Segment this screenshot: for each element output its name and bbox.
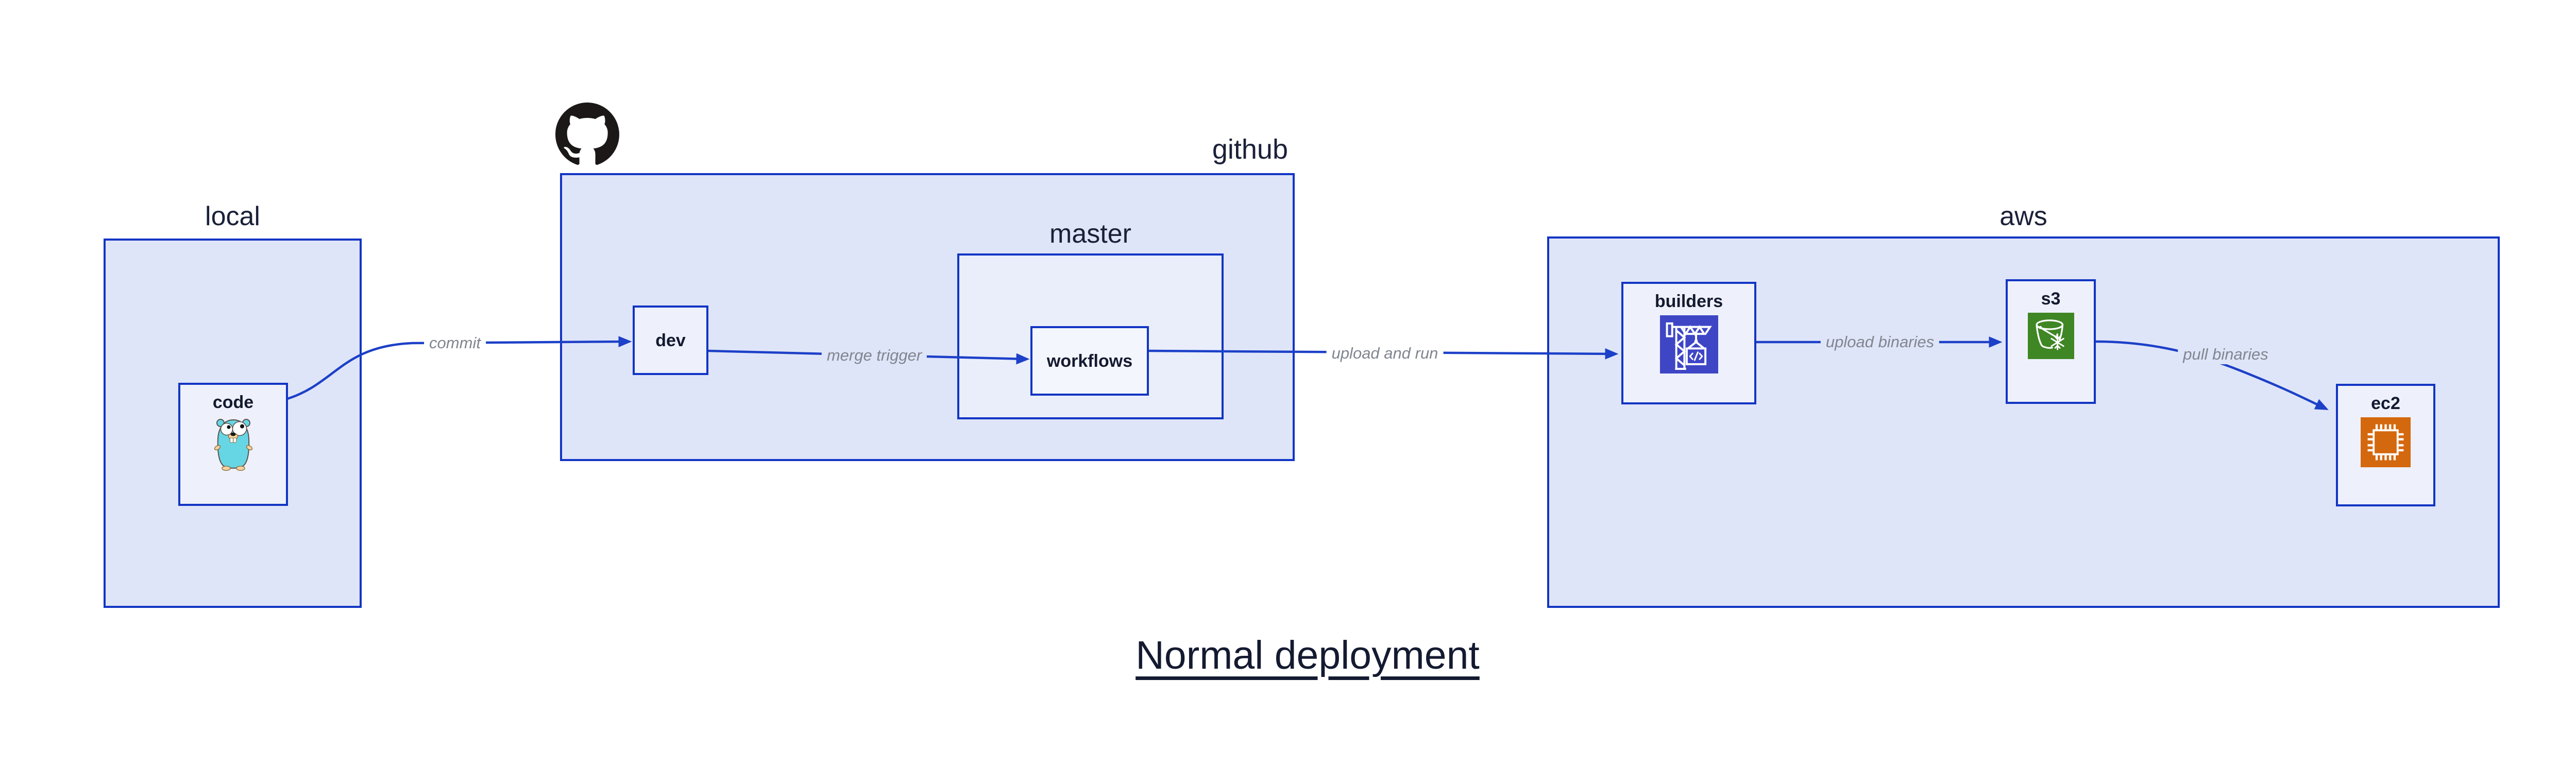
node-ec2: ec2 — [2336, 384, 2435, 506]
github-group-title: github — [1212, 134, 1288, 165]
edge-commit-label: commit — [424, 333, 486, 353]
local-group-title: local — [205, 201, 260, 231]
diagram-title: Normal deployment — [1136, 633, 1480, 677]
edge-pull-binaries-label: pull binaries — [2178, 345, 2274, 364]
edge-upload-and-run-label: upload and run — [1326, 344, 1444, 363]
master-group-title: master — [1049, 219, 1131, 249]
node-s3-label: s3 — [2041, 289, 2061, 309]
node-workflows: workflows — [1030, 326, 1149, 396]
codebuild-crane-icon — [1659, 315, 1718, 376]
github-octocat-icon — [555, 103, 619, 166]
s3-glacier-bucket-icon — [2027, 313, 2074, 362]
node-code-label: code — [212, 393, 254, 412]
node-code: code — [178, 383, 288, 506]
node-builders: builders — [1621, 282, 1756, 404]
edge-merge-trigger-label: merge trigger — [821, 346, 927, 365]
aws-group-title: aws — [1999, 201, 2047, 231]
node-dev-label: dev — [655, 330, 686, 350]
node-dev: dev — [633, 305, 708, 375]
ec2-chip-icon — [2361, 417, 2411, 470]
node-workflows-label: workflows — [1046, 351, 1133, 371]
node-s3: s3 — [2006, 279, 2096, 404]
edge-upload-binaries-label: upload binaries — [1820, 332, 1940, 352]
node-ec2-label: ec2 — [2371, 394, 2400, 413]
go-gopher-icon — [214, 416, 253, 473]
node-builders-label: builders — [1654, 292, 1723, 311]
